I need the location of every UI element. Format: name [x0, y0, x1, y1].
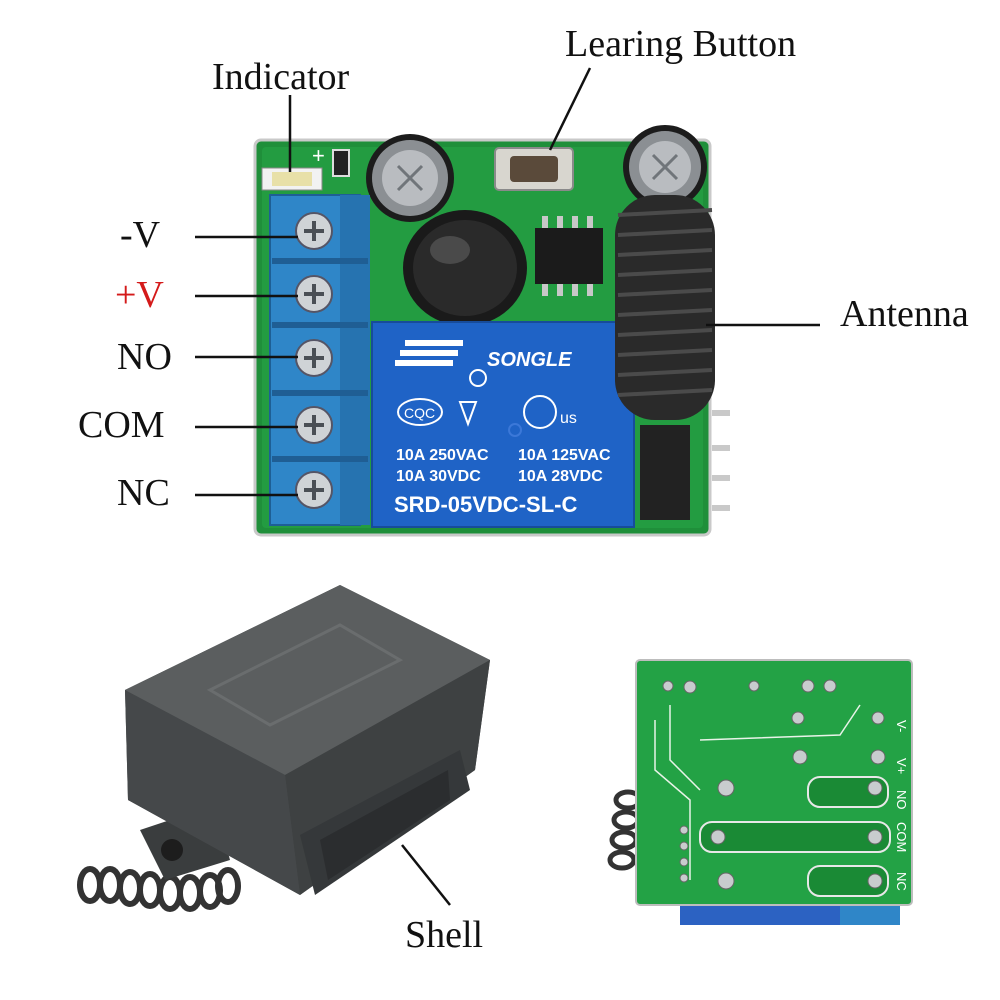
capacitor-left: [366, 134, 454, 222]
relay-cert-us: us: [560, 410, 577, 427]
back-label-vplus: V+: [894, 758, 909, 774]
capacitor-right: [623, 125, 707, 209]
antenna-coil: [615, 195, 715, 420]
learning-button: [494, 147, 574, 191]
back-label-com: COM: [894, 822, 909, 852]
terminal-label-vplus: +V: [115, 274, 164, 316]
indicator-led: [261, 167, 323, 191]
relay: SONGLE CQC us 10A 250VAC 10A 125VAC 10A …: [371, 321, 635, 528]
terminal-label-com: COM: [78, 404, 165, 446]
leader-lines: [195, 67, 820, 906]
shell-enclosure: [77, 585, 490, 912]
shell-label: Shell: [405, 914, 484, 956]
terminal-label-vminus: -V: [120, 214, 161, 256]
relay-cert-cqc: CQC: [404, 405, 435, 421]
relay-rating-1a: 10A 250VAC: [396, 447, 489, 464]
terminal-block: [269, 194, 370, 526]
back-pcb: V- V+ NO COM NC: [607, 659, 913, 925]
inductor: [403, 210, 527, 326]
smd-resistor: [332, 149, 350, 177]
relay-rating-2b: 10A 28VDC: [518, 468, 603, 485]
plus-mark: +: [312, 143, 325, 168]
indicator-label: Indicator: [212, 56, 350, 98]
terminal-label-no: NO: [117, 336, 172, 378]
relay-rating-2a: 10A 30VDC: [396, 468, 481, 485]
back-label-no: NO: [894, 790, 909, 810]
relay-model: SRD-05VDC-SL-C: [394, 492, 577, 517]
ic-chip: [535, 216, 603, 296]
relay-rating-1b: 10A 125VAC: [518, 447, 611, 464]
terminal-label-nc: NC: [117, 472, 170, 514]
relay-brand: SONGLE: [487, 349, 572, 371]
rf-module-pins: [640, 410, 730, 520]
back-label-nc: NC: [894, 872, 909, 891]
terminal-screws: [295, 212, 333, 509]
learning-button-label: Learing Button: [565, 23, 797, 65]
back-label-vminus: V-: [894, 720, 909, 732]
antenna-label: Antenna: [840, 293, 969, 335]
